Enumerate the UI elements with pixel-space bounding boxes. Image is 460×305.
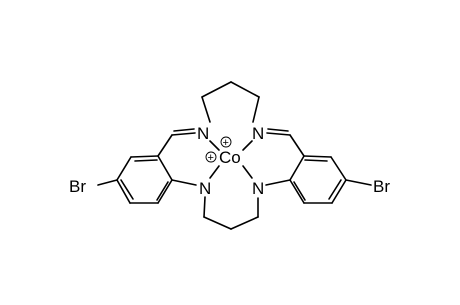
bond-ring-l-7 [157,155,173,181]
charge-circle-top [220,136,232,148]
bond-ring-l-8 [171,179,197,186]
bond-ring-l-d1 [134,159,158,162]
bond-co-n1 [209,140,220,151]
imine-nitrogen-right-label: N [252,124,264,143]
bond-ring-l-1 [157,134,173,157]
bond-imine-left-double [173,128,195,132]
bromine-left-label: Br [69,177,86,196]
bond-br-r-bond [345,179,372,186]
bond-ring-l-4 [116,179,131,204]
bond-eth-3 [230,216,259,230]
bond-ring-l-d3 [156,181,169,201]
bond-ring-r-8 [265,179,291,186]
bond-ring-r-3 [330,156,347,181]
bond-prop-4 [252,96,260,123]
bond-ring-l-6 [157,179,173,204]
bond-imine-right-double [267,128,289,132]
charge-plus-top: + [223,137,229,149]
amine-nitrogen-left-label: N [199,179,211,198]
bond-br-l-bond [97,179,118,186]
bond-co-n3 [209,165,220,179]
bond-ring-r-4 [331,179,347,204]
bond-imine-right [266,132,291,136]
amine-nitrogen-right-label: N [252,179,264,198]
bond-prop-2 [201,81,232,98]
bond-ring-r-d2 [328,179,342,200]
charge-plus-left: + [208,152,214,164]
bond-ring-r-d1 [304,159,328,162]
bond-co-n2 [242,140,253,151]
cobalt-label: Co [219,148,241,167]
bond-co-n4 [242,165,253,179]
bromine-right-label: Br [373,177,390,196]
bond-ring-r-7 [289,155,305,181]
bond-ring-l-d2 [120,179,134,200]
bond-ring-r-6 [289,179,305,204]
charge-circle-left [205,151,217,163]
bond-eth-1 [203,196,206,218]
bond-ring-r-d3 [293,181,306,201]
bond-prop-1 [201,96,211,123]
bond-ring-l-2 [130,155,159,158]
imine-nitrogen-left-label: N [197,124,209,143]
bond-eth-2 [203,216,232,230]
bond-ring-r-1 [289,134,305,157]
bond-ring-r-2 [303,155,332,158]
bond-ring-l-3 [116,156,132,181]
bond-layer [97,81,372,230]
bond-imine-left [171,132,196,136]
bond-prop-3 [230,81,260,98]
